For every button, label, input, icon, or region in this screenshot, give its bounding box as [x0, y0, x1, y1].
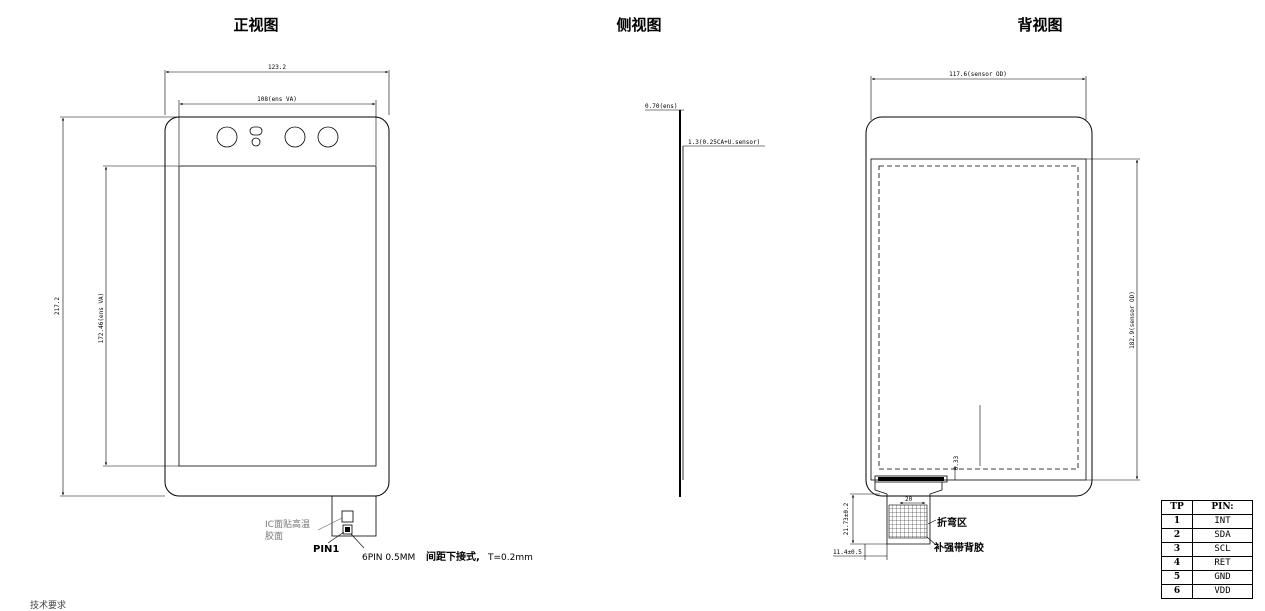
- front-va-width-label: 108(ens VA): [257, 96, 297, 103]
- front-width-dimension: 123.2: [164, 64, 390, 115]
- pin-number: 4: [1161, 556, 1193, 571]
- front-viewing-area: [178, 165, 377, 467]
- stiffener-label: 补强带背胶: [933, 541, 984, 554]
- pin-number: 5: [1161, 570, 1193, 585]
- back-view-title: 背视图: [1017, 16, 1062, 34]
- pin-number: 1: [1161, 514, 1193, 529]
- fpc-length-label: 21.73±0.2: [843, 502, 850, 535]
- fpc-note-thickness: T=0.2mm: [487, 553, 533, 563]
- front-fpc-tail: [331, 495, 377, 537]
- side-dimensions: 0.70(ens) 1.3(0.25CA+U.sensor): [645, 103, 765, 147]
- back-width-dimension: 117.6(sensor OD): [870, 71, 1087, 120]
- stiffener-area: [888, 504, 928, 539]
- front-width-label: 123.2: [268, 64, 286, 71]
- back-height-dimension: 182.9(sensor OD): [1086, 158, 1140, 481]
- pin-table-header: TP PIN:: [1161, 500, 1253, 515]
- side-dim-top-label: 0.70(ens): [645, 103, 678, 110]
- back-fpc-dimensions: 20 21.73±0.2 11.4±0.5: [833, 493, 926, 560]
- fpc-width-label: 20: [905, 496, 913, 503]
- back-sensor-outline: [870, 158, 1087, 481]
- back-sensor-active-area: [878, 165, 1079, 470]
- back-panel-outline: [865, 116, 1093, 497]
- pin1-label: PIN1: [313, 544, 339, 555]
- side-profile: [679, 110, 684, 497]
- pin-number: 2: [1161, 528, 1193, 543]
- pin-number: 6: [1161, 584, 1193, 599]
- front-va-height-dimension: 172.46(ens VA): [98, 165, 179, 467]
- ic-note-line2: 胶面: [265, 530, 283, 542]
- fpc-offset-label: 11.4±0.5: [833, 549, 862, 556]
- back-small-dim-label: 0.33: [953, 455, 960, 470]
- fpc-note-pitch: 6PIN 0.5MM: [362, 553, 415, 563]
- fpc-note-connector: 间距下接式,: [426, 550, 480, 563]
- back-width-label: 117.6(sensor OD): [949, 71, 1007, 78]
- ic-note-line1: IC面贴高温: [265, 518, 310, 530]
- footer-note: 技术要求: [30, 601, 67, 611]
- back-height-label: 182.9(sensor OD): [1129, 291, 1136, 349]
- side-view-title: 侧视图: [616, 16, 661, 34]
- pin-name: SCL: [1192, 542, 1253, 557]
- pin-name: VDD: [1192, 584, 1253, 599]
- front-height-dimension: 217.2: [54, 116, 180, 497]
- pin-table-header-tp: TP: [1161, 500, 1193, 515]
- front-height-label: 217.2: [54, 297, 61, 315]
- pin-number: 3: [1161, 542, 1193, 557]
- pin-name: SDA: [1192, 528, 1253, 543]
- pin-table-header-pin: PIN:: [1192, 500, 1253, 515]
- back-small-dimension: 0.33: [953, 405, 981, 480]
- front-panel-outline: [164, 116, 390, 497]
- back-notes: 折弯区 补强带背胶: [926, 516, 984, 554]
- back-fpc: [874, 475, 948, 545]
- bend-area-label: 折弯区: [937, 516, 967, 529]
- pin-name: GND: [1192, 570, 1253, 585]
- side-dim-stack-label: 1.3(0.25CA+U.sensor): [688, 139, 760, 146]
- pin-name: INT: [1192, 514, 1253, 529]
- pin-name: RET: [1192, 556, 1253, 571]
- front-view-title: 正视图: [233, 16, 278, 34]
- front-va-width-dimension: 108(ens VA): [178, 96, 377, 165]
- camera-holes: [216, 126, 339, 148]
- front-va-height-label: 172.46(ens VA): [98, 293, 105, 344]
